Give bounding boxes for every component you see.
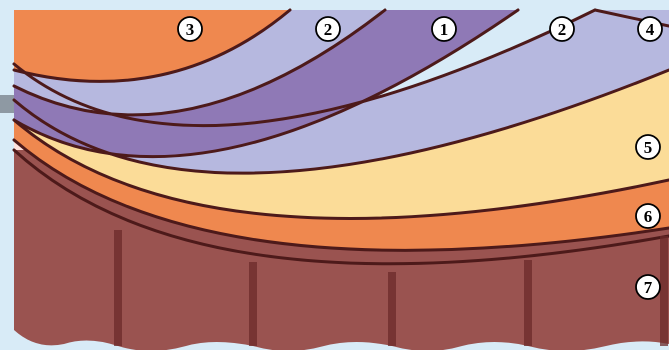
label-badge-1: 1: [432, 17, 456, 41]
label-number: 4: [646, 20, 655, 39]
label-number: 2: [324, 20, 333, 39]
label-badge-5: 5: [636, 135, 660, 159]
label-badge-3: 3: [178, 17, 202, 41]
layer-7-divider: [249, 262, 257, 346]
label-badge-6: 6: [636, 204, 660, 228]
label-badge-4: 4: [638, 17, 662, 41]
label-number: 7: [644, 278, 653, 297]
label-number: 5: [644, 138, 653, 157]
label-badge-2a: 2: [316, 17, 340, 41]
layer-7-divider: [388, 272, 396, 346]
label-badge-7: 7: [636, 275, 660, 299]
layer-7-divider: [660, 236, 668, 346]
label-number: 6: [644, 207, 653, 226]
label-number: 2: [558, 20, 567, 39]
layer-7-divider: [524, 260, 532, 346]
label-number: 3: [186, 20, 195, 39]
layer-7-divider: [114, 230, 122, 346]
label-number: 1: [440, 20, 449, 39]
label-badge-2b: 2: [550, 17, 574, 41]
